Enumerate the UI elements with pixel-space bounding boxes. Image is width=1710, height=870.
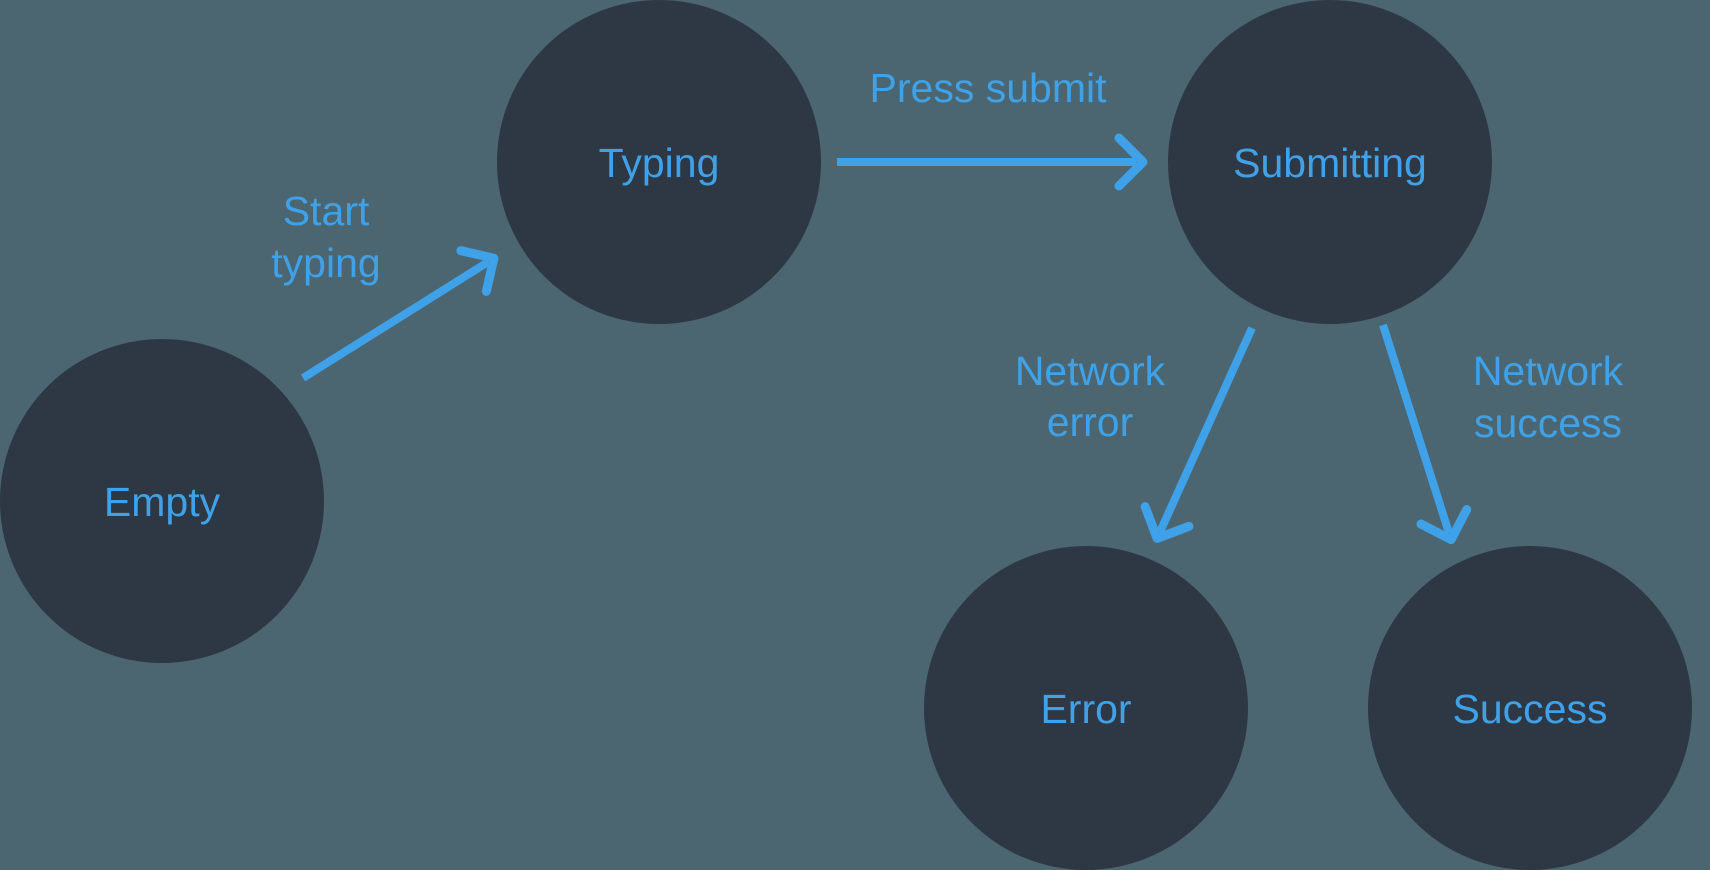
node-circle-error [924,546,1248,870]
edge-label-network-success-line1: Network [1473,348,1624,394]
node-success: Success [1368,546,1692,870]
node-label-typing: Typing [599,140,720,186]
node-circle-empty [0,339,324,663]
edge-label-network-error-line1: Network [1015,348,1166,394]
edge-label-network-success-line2: success [1474,400,1622,446]
node-label-success: Success [1453,686,1608,732]
node-error: Error [924,546,1248,870]
edge-label-start-typing-line2: typing [271,240,380,286]
node-label-error: Error [1040,686,1131,732]
edge-empty-typing: Start typing [271,188,499,382]
node-label-submitting: Submitting [1233,140,1427,186]
node-circle-typing [497,0,821,324]
edge-arrow-submitting-error [1140,326,1256,543]
node-circle-success [1368,546,1692,870]
node-submitting: Submitting [1168,0,1492,324]
edge-submitting-success: Network success [1379,323,1624,545]
edge-typing-submitting: Press submit [837,65,1148,191]
edge-submitting-error: Network error [1015,326,1256,543]
node-circle-submitting [1168,0,1492,324]
edge-arrow-submitting-success [1379,323,1472,545]
edge-arrow-empty-typing [300,246,499,382]
edge-label-start-typing-line1: Start [283,188,370,234]
node-empty: Empty [0,339,324,663]
edge-label-network-error-line2: error [1047,399,1134,445]
edge-label-press-submit: Press submit [870,65,1108,111]
node-typing: Typing [497,0,821,324]
node-label-empty: Empty [104,479,221,525]
